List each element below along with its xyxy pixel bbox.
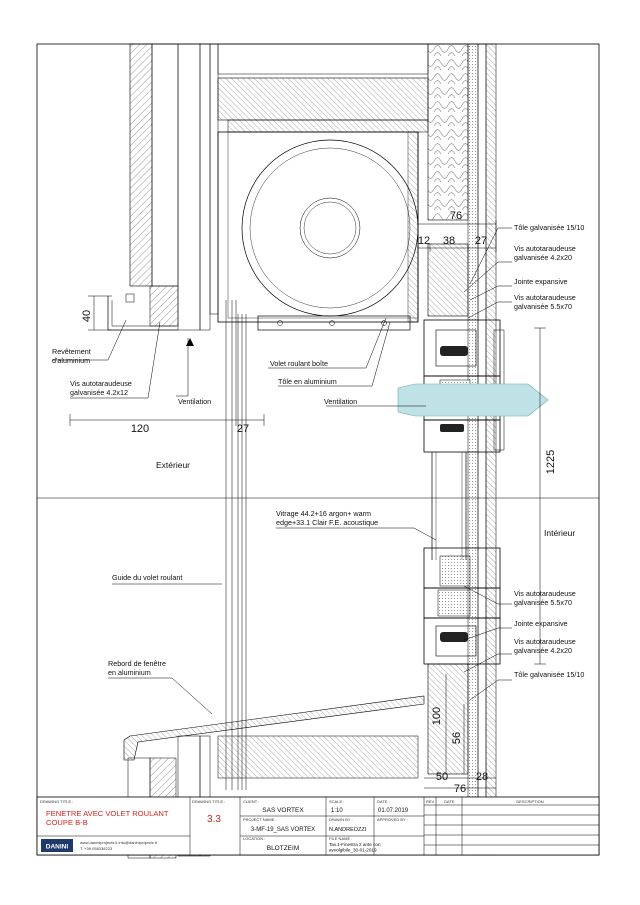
tb-date-label: DATE : <box>377 799 390 804</box>
tb-scale: 1:10 <box>331 808 343 814</box>
label-jointe-top: Jointe expansive <box>514 277 568 286</box>
tb-drawn-by: N.ANDREOZZI <box>329 827 367 833</box>
label-tole-15-10-bottom: Tôle galvanisée 15/10 <box>514 670 584 679</box>
roller-shutter-box <box>217 131 419 331</box>
dim-56: 56 <box>451 732 463 744</box>
tb-rev-header: REV. <box>426 799 435 804</box>
tb-scale-label: SCALE : <box>329 799 344 804</box>
tb-project-name: 3-MF-19_SAS VORTEX <box>251 827 315 833</box>
ventilation-arrow <box>186 338 194 346</box>
dim-38: 38 <box>443 235 455 247</box>
tb-logo: DANINI <box>46 844 69 851</box>
box-header-beam <box>217 43 429 133</box>
label-jointe-bottom: Jointe expansive <box>514 619 568 628</box>
dim-76-bottom: 76 <box>454 783 466 795</box>
tb-rev-date-header: DATE <box>444 799 455 804</box>
title-block <box>36 796 600 856</box>
label-guide: Guide du volet roulant <box>112 573 182 582</box>
shutter-guide <box>225 300 247 790</box>
tb-client: SAS VORTEX <box>262 807 304 814</box>
glazing-unit <box>431 452 467 560</box>
label-tole-15-10-top: Tôle galvanisée 15/10 <box>514 223 584 232</box>
tb-drawn-by-label: DRAWN BY : <box>329 817 353 822</box>
tb-file-name-label: FILE NAME : <box>329 836 352 841</box>
dim-12: 12 <box>418 235 430 247</box>
label-exterieur: Extérieur <box>156 460 190 470</box>
tb-rev-desc-header: DESCRIPTION <box>516 799 543 804</box>
dim-50: 50 <box>436 771 448 783</box>
tb-client-label: CLIENT : <box>243 799 259 804</box>
tb-location: BLOTZEIM <box>267 845 300 852</box>
dim-76-top: 76 <box>450 210 462 222</box>
tb-date: 01.07.2019 <box>378 808 409 814</box>
tb-drawing-no: 3.3 <box>207 814 221 825</box>
tb-phone: T. +39 058338223 <box>80 846 113 851</box>
left-facade-wall <box>107 43 219 331</box>
ventilation-slot <box>397 383 549 417</box>
tb-approved-by-label: APPROVED BY : <box>377 817 408 822</box>
dim-120: 120 <box>131 423 149 435</box>
dimension-lines <box>69 220 546 789</box>
leader-lines <box>52 227 512 715</box>
tb-drawing-title-label: DRAWING TITLE : <box>40 799 73 804</box>
dim-1225: 1225 <box>545 450 557 474</box>
right-wall <box>427 43 497 856</box>
dim-100: 100 <box>431 707 443 725</box>
window-frame-lower <box>423 547 501 665</box>
tb-website: www.daniniprojects.it info@daniniproject… <box>80 840 158 845</box>
tb-drawing-no-label: DRAWING TITLE : <box>192 799 225 804</box>
dim-28: 28 <box>476 771 488 783</box>
dim-27-left: 27 <box>237 423 249 435</box>
label-tole-alu: Tôle en aluminium <box>278 377 337 386</box>
tb-location-label: LOCATION : <box>243 836 265 841</box>
label-volet-boite: Volet roulant boîte <box>270 359 328 368</box>
label-ventilation-left: Ventilation <box>178 397 211 406</box>
dim-40: 40 <box>81 310 93 322</box>
label-ventilation-right: Ventilation <box>324 397 357 406</box>
dim-27-right: 27 <box>475 235 487 247</box>
danini-logo <box>41 839 73 852</box>
tb-project-name-label: PROJECT NAME : <box>243 817 277 822</box>
sheet-border <box>36 43 600 856</box>
label-interieur: Intérieur <box>544 528 575 538</box>
